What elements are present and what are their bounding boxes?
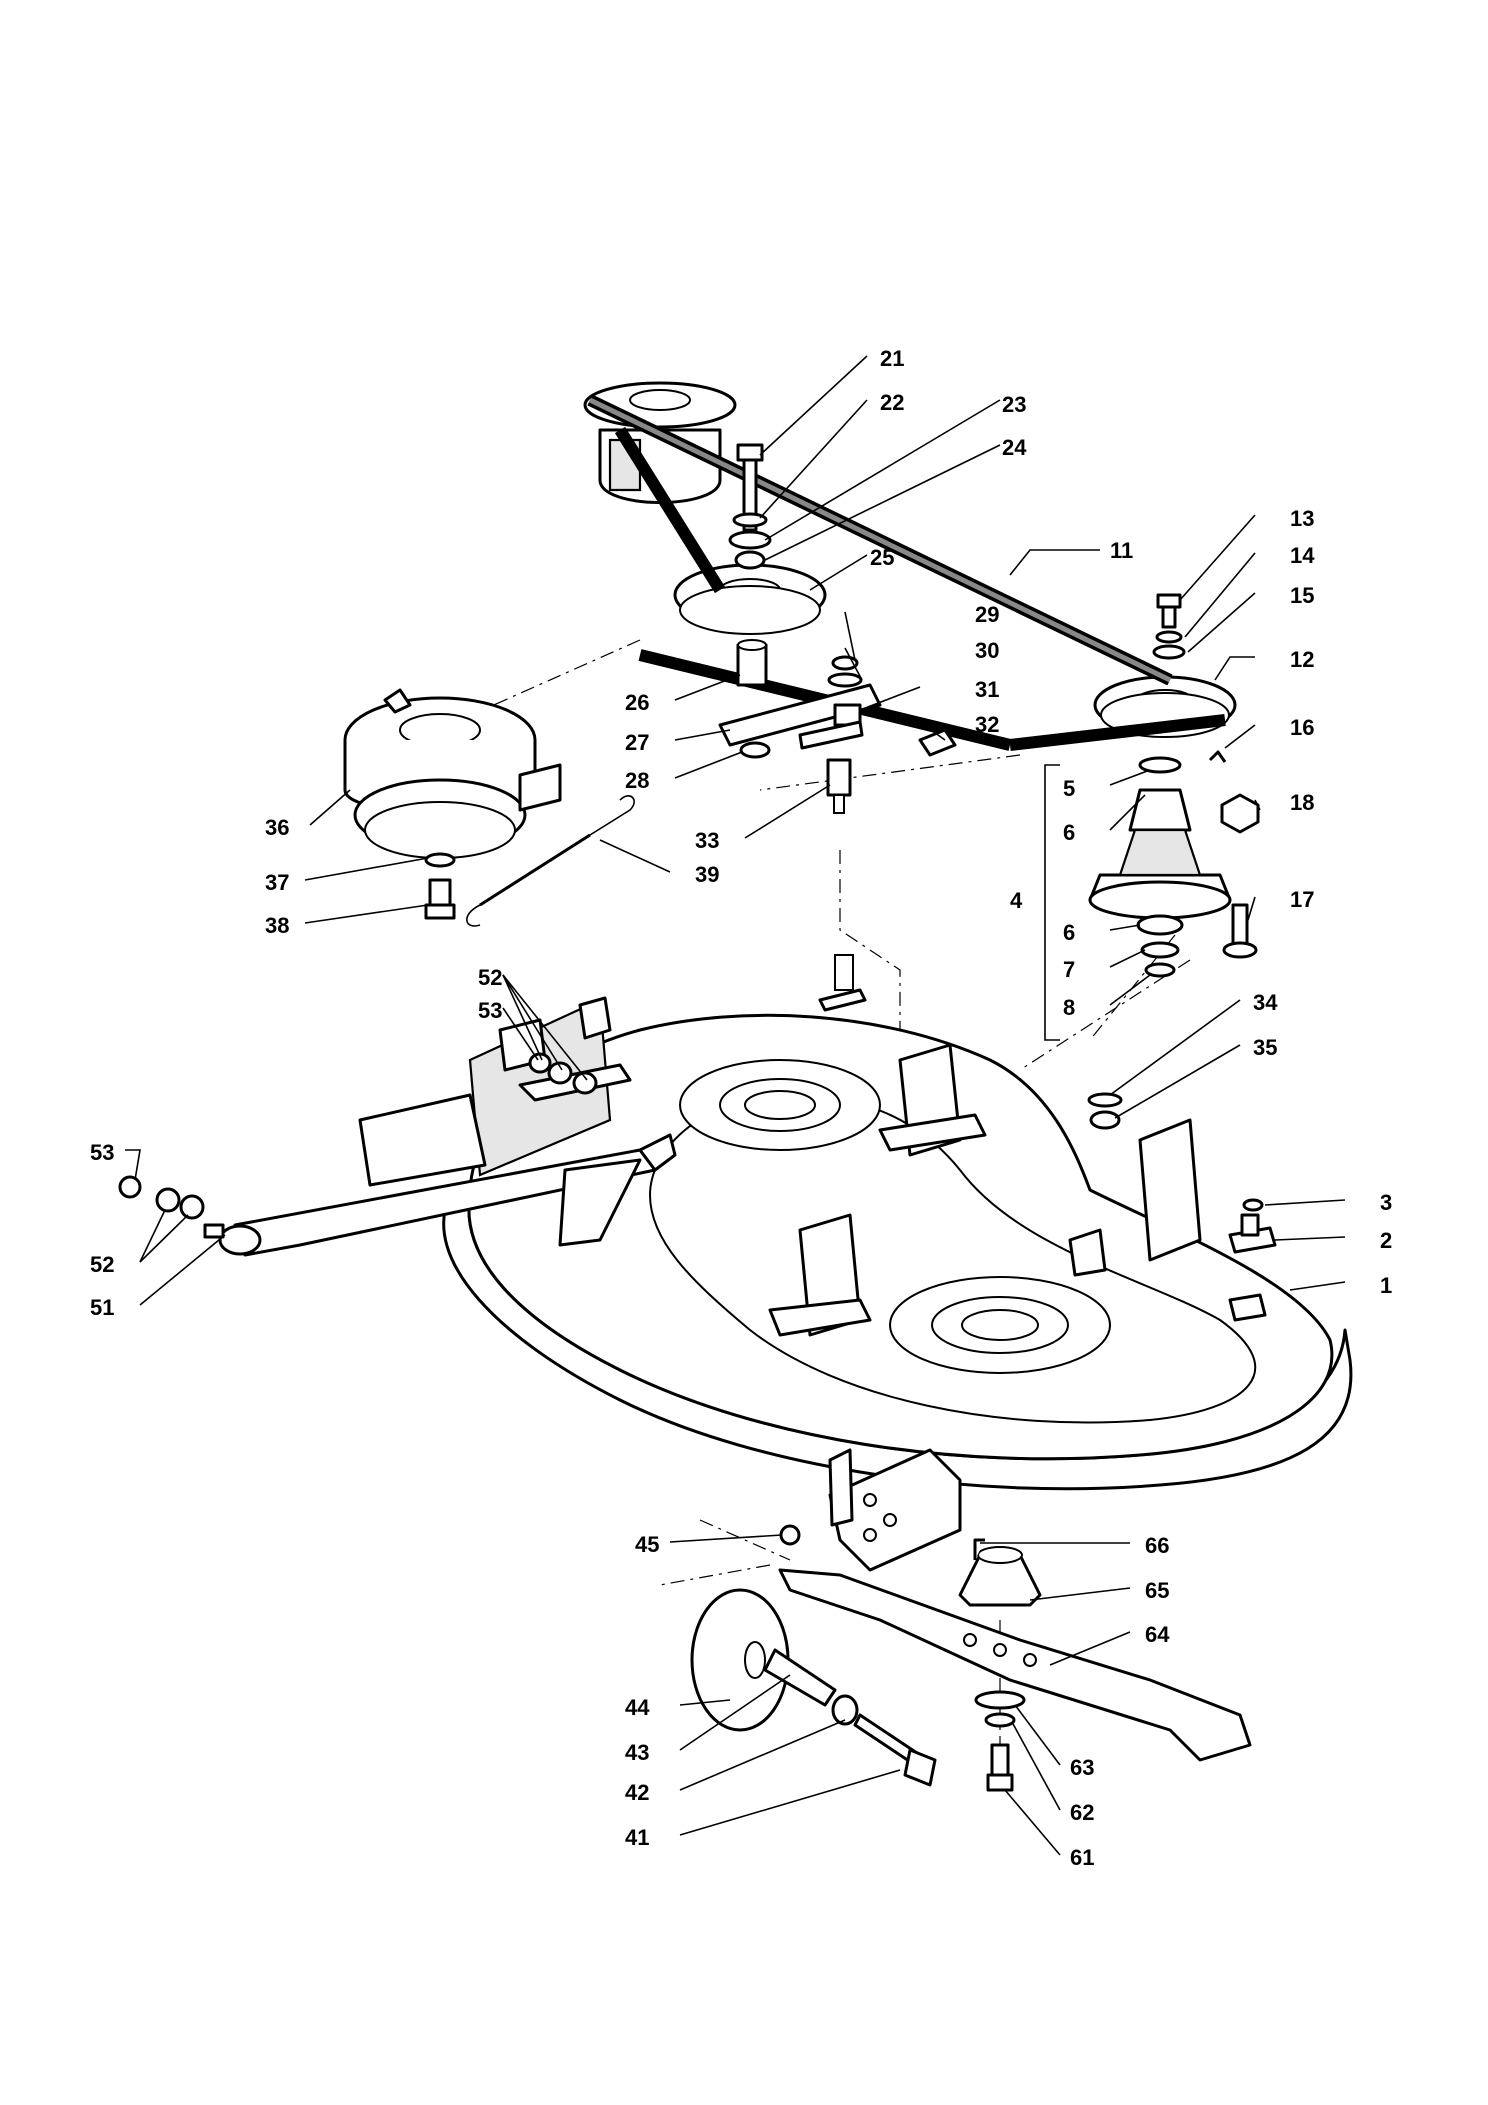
callout-3: 3 [1380, 1190, 1392, 1215]
pulley-bolt-hardware [728, 443, 772, 570]
callout-12: 12 [1290, 647, 1314, 672]
callout-11: 11 [1110, 538, 1133, 563]
callout-43: 43 [625, 1740, 649, 1765]
tensioner-assembly [718, 639, 957, 814]
callout-25: 25 [870, 545, 894, 570]
belt-and-pulleys [583, 381, 1237, 751]
callout-32: 32 [975, 712, 999, 737]
callout-52-left: 52 [90, 1252, 114, 1277]
callout-51: 51 [90, 1295, 114, 1320]
callout-33: 33 [695, 828, 719, 853]
callout-34: 34 [1253, 990, 1278, 1015]
callout-21: 21 [880, 346, 904, 371]
callout-6-lower: 6 [1063, 920, 1075, 945]
callout-63: 63 [1070, 1755, 1094, 1780]
callout-8: 8 [1063, 995, 1075, 1020]
leader-lines [125, 355, 1346, 1856]
callout-22: 22 [880, 390, 904, 415]
callout-27: 27 [625, 730, 649, 755]
callout-35: 35 [1253, 1035, 1277, 1060]
callout-1: 1 [1380, 1273, 1392, 1298]
callout-2: 2 [1380, 1228, 1392, 1253]
front-bracket-and-wheel [690, 1448, 962, 1787]
callout-36: 36 [265, 815, 289, 840]
clutch-assembly [343, 688, 635, 927]
callout-65: 65 [1145, 1578, 1169, 1603]
callout-31: 31 [975, 677, 999, 702]
callout-39: 39 [695, 862, 719, 887]
callout-14: 14 [1290, 543, 1315, 568]
spindle-assembly [1044, 593, 1277, 1254]
callout-45: 45 [635, 1532, 659, 1557]
callout-62: 62 [1070, 1800, 1094, 1825]
callout-23: 23 [1002, 392, 1026, 417]
callout-66: 66 [1145, 1533, 1169, 1558]
callout-4: 4 [1010, 888, 1023, 913]
callout-29: 29 [975, 602, 999, 627]
callout-64: 64 [1145, 1622, 1170, 1647]
callout-28: 28 [625, 768, 649, 793]
callout-13: 13 [1290, 506, 1314, 531]
callout-6-upper: 6 [1063, 820, 1075, 845]
callout-61: 61 [1070, 1845, 1094, 1870]
callout-15: 15 [1290, 583, 1314, 608]
callout-17: 17 [1290, 887, 1314, 912]
callout-24: 24 [1002, 435, 1027, 460]
callout-16: 16 [1290, 715, 1314, 740]
callout-5: 5 [1063, 776, 1075, 801]
callout-41: 41 [625, 1825, 649, 1850]
callout-37: 37 [265, 870, 289, 895]
callout-38: 38 [265, 913, 289, 938]
mower-deck [358, 954, 1353, 1491]
callout-44: 44 [625, 1695, 650, 1720]
blade-assembly [778, 1538, 1252, 1792]
callout-42: 42 [625, 1780, 649, 1805]
callout-30: 30 [975, 638, 999, 663]
callout-26: 26 [625, 690, 649, 715]
callout-53-top: 53 [478, 998, 502, 1023]
callout-labels: 1 2 3 4 5 6 6 7 8 11 12 13 14 15 16 17 1… [90, 346, 1392, 1870]
callout-52-top: 52 [478, 965, 502, 990]
callout-18: 18 [1290, 790, 1314, 815]
lift-arm [118, 996, 677, 1257]
callout-7: 7 [1063, 957, 1075, 982]
callout-53-left: 53 [90, 1140, 114, 1165]
